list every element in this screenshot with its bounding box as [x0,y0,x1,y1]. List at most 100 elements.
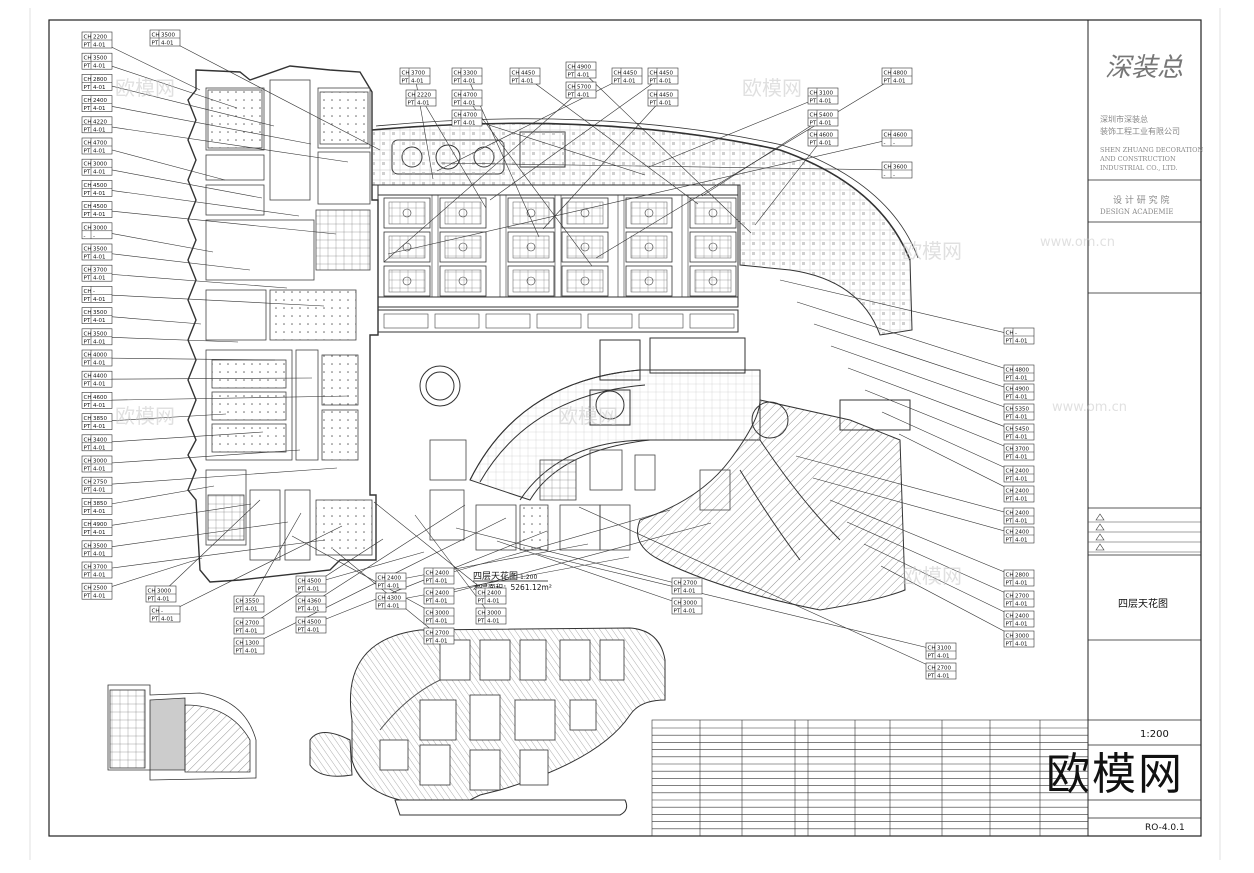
tag-ch-label: CH [1006,489,1014,495]
tag-ch-label: CH [84,331,92,337]
watermark-large: 欧模网 [1046,749,1184,800]
tag-pt-label: PT [568,93,575,99]
tag-ch-value: 3500 [93,331,107,337]
revision-triangle-icon [1095,513,1105,521]
left-wing-rooms [205,79,373,561]
lower-floor-plan [309,627,666,816]
tag-pt-label: PT [378,584,385,590]
tag-pt-value: 4-01 [93,573,105,579]
beam [681,194,689,298]
tag-pt-value: 4-01 [1015,622,1027,628]
leader-line [248,512,302,605]
tag-ch-label: CH [84,565,92,571]
tag-pt-value: 4-01 [93,43,105,49]
tag-ch-label: CH [152,609,160,615]
curved-roof [371,118,919,336]
tag-ch-label: CH [402,71,410,77]
tag-pt-value: 4-01 [623,79,635,85]
tag-ch-label: CH [454,71,462,77]
tag-ch-label: CH [84,35,92,41]
tag-ch-label: CH [674,581,682,587]
tag-pt-label: PT [84,382,91,388]
tag-pt-label: PT [1006,497,1013,503]
tag-ch-value: - [161,609,163,615]
tag-ch-value: 4900 [1015,387,1029,393]
tag-pt-label: PT [928,674,935,680]
tag-pt-label: PT [378,604,385,610]
tag-ch-label: CH [84,437,92,443]
room-outline [519,639,547,681]
leader-line [754,137,824,226]
tag-ch-label: CH [1006,387,1014,393]
tag-pt-label: PT [810,121,817,127]
tag-pt-value: 4-01 [1015,477,1027,483]
tag-pt-label: PT [84,530,91,536]
tag-ch-label: CH [84,543,92,549]
tag-pt-label: PT [512,79,519,85]
room-outline [569,699,597,731]
tag-ch-label: CH [650,71,658,77]
tag-pt-value: 4-01 [937,674,949,680]
building-outline [187,65,379,583]
coffer-cell [383,265,431,297]
tag-ch-label: CH [378,576,386,582]
tag-pt-label: PT [478,599,485,605]
tag-pt-value: 4-01 [307,587,319,593]
tag-ch-value: 2200 [93,35,107,41]
tag-pt-value: 4-01 [93,339,105,345]
leader-line [96,539,326,571]
tag-ch-value: 4300 [387,596,401,602]
tag-pt-label: PT [674,589,681,595]
key-plan [107,684,257,781]
tag-ch-label: CH [884,133,892,139]
tag-pt-value: 4-01 [161,41,173,47]
leader-line [96,124,349,163]
leader-line [648,95,824,168]
leader-line [96,82,275,127]
tag-ch-label: CH [426,571,434,577]
leader-line [96,395,350,401]
tag-ch-value: 2400 [1015,489,1029,495]
tag-ch-label: CH [84,522,92,528]
tag-ch-value: 3850 [93,501,107,507]
tag-pt-label: PT [84,339,91,345]
tag-pt-label: PT [1006,519,1013,525]
company-name-en-2: AND CONSTRUCTION [1099,155,1176,163]
tag-pt-label: PT [84,424,91,430]
tag-pt-value: 4-01 [1015,415,1027,421]
leader-line [438,509,671,577]
tag-ch-label: CH [84,353,92,359]
tag-ch-value: 3000 [93,459,107,465]
tag-ch-value: 5450 [1015,427,1029,433]
tag-ch-label: CH [84,183,92,189]
leader-line [96,209,337,235]
tag-pt-label: PT [84,85,91,91]
tag-pt-label: PT [84,318,91,324]
tag-ch-value: 2400 [435,571,449,577]
tag-ch-label: CH [1006,469,1014,475]
tag-pt-value: 4-01 [1015,538,1027,544]
leader-line [332,548,440,637]
tag-pt-label: PT [1006,415,1013,421]
tag-pt-value: 4-01 [577,93,589,99]
tag-pt-label: PT [650,79,657,85]
tag-ch-label: CH [426,631,434,637]
area-tables [651,719,1089,837]
